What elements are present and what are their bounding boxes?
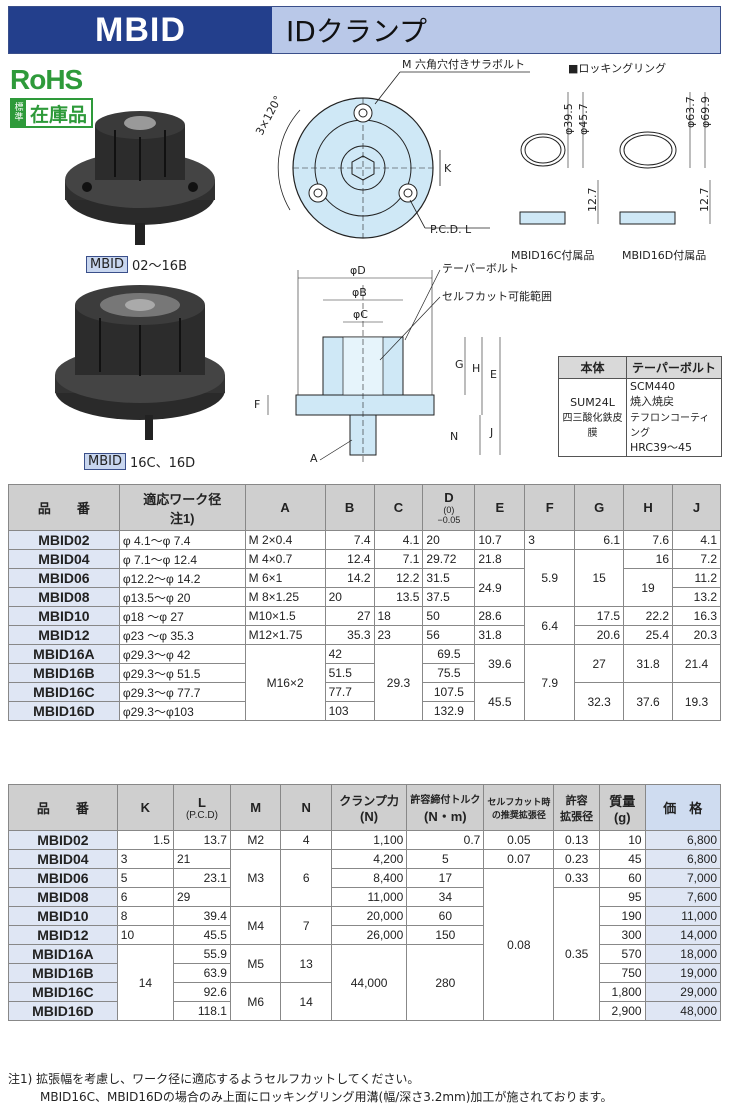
- table-row: MBID16D 118.1 2,900 48,000: [8, 1001, 722, 1021]
- caption-range: 16C、16D: [129, 456, 196, 471]
- th-g: G: [574, 484, 625, 531]
- technical-drawing: M 六角穴付きサラボルト 3×120° K P.C.D. L ■ロッキングリング…: [253, 57, 712, 465]
- ring16c-caption: MBID16C付属品: [511, 249, 594, 262]
- dim-h: H: [472, 362, 480, 375]
- stock-badge-prefix: 標 準: [12, 100, 26, 126]
- photo-caption-2: MBID 16C、16D: [84, 452, 195, 471]
- material-body: SUM24L 四三酸化鉄皮膜: [558, 378, 627, 457]
- rohs-badge: RoHS: [10, 64, 83, 95]
- dim-f: F: [254, 398, 260, 411]
- th-part-number: 品 番: [8, 484, 120, 531]
- table-row: MBID16A φ29.3～φ 42 M16×2 42 29.3 69.5 39…: [8, 644, 721, 721]
- th-allowable-expansion: 許容 拡張径: [553, 784, 601, 831]
- stock-badge-label: 在庫品: [30, 103, 88, 126]
- footnotes: 注1) 拡張幅を考慮し、ワーク径に適応するようセルフカットしてください。 MBI…: [8, 1070, 612, 1106]
- table-row: MBID16C 92.6 M6 14 1,800 29,000: [8, 982, 722, 1021]
- th-e: E: [474, 484, 526, 531]
- th-j: J: [672, 484, 721, 531]
- dim-g: G: [455, 358, 464, 371]
- th-work-diameter: 適応ワーク径 注1): [118, 484, 246, 531]
- bolt-label: M 六角穴付きサラボルト: [402, 57, 525, 71]
- self-cut-label: セルフカット可能範囲: [442, 289, 552, 303]
- product-name: IDクランプ: [272, 7, 720, 53]
- th-b: B: [324, 484, 375, 531]
- table-row: MBID04 3 21 M3 6 4,200 5 0.07 0.23 45 6,…: [8, 849, 722, 907]
- table-row: MBID02 1.5 13.7 M2 4 1,100 0.7 0.05 0.13…: [8, 830, 722, 850]
- dim-j: J: [489, 426, 493, 439]
- ring16d-h: 12.7: [698, 188, 711, 213]
- th-h: H: [623, 484, 674, 531]
- angle-label: 3×120°: [253, 94, 285, 138]
- product-photo-02-16b: [65, 111, 215, 245]
- table-row: MBID10 φ18 ～φ 27 M10×1.5 27 18 50 28.6 6…: [8, 606, 721, 645]
- th-mass: 質量 (g): [599, 784, 646, 831]
- table-row: MBID04 φ 7.1～φ 12.4 M 4×0.7 12.4 7.1 29.…: [8, 549, 721, 607]
- table-row: MBID16B φ29.3～φ 51.5 51.5 75.5: [8, 663, 721, 683]
- dim-c: φC: [353, 308, 368, 321]
- ring16c-d2: φ45.7: [577, 103, 590, 135]
- th-c: C: [373, 484, 424, 531]
- caption-tag: MBID: [84, 453, 126, 470]
- ring16d-d2: φ69.9: [699, 96, 712, 128]
- th-f: F: [524, 484, 576, 531]
- th-l: L (P.C.D): [172, 784, 231, 831]
- dimensions-table: 品 番 適応ワーク径 注1) A B C D (0) −0.05 E F G H…: [8, 484, 721, 721]
- table-row: MBID16A 14 55.9 M5 13 44,000 280 570 18,…: [8, 944, 722, 1021]
- th-recommended-expansion: セルフカット時 の推奨拡張径: [483, 784, 555, 831]
- k-label: K: [444, 162, 452, 175]
- photo-caption-1: MBID 02～16B: [86, 255, 187, 274]
- dim-d: φD: [350, 264, 366, 277]
- table-row: MBID08 φ13.5～φ 20 M 8×1.25 20 13.5 37.5 …: [8, 587, 721, 607]
- taper-bolt-label: テーパーボルト: [442, 262, 519, 275]
- ring16c-d1: φ39.5: [562, 103, 575, 135]
- material-table: 本体 テーパーボルト SUM24L 四三酸化鉄皮膜 SCM440 焼入焼戻 テフ…: [558, 356, 722, 457]
- caption-tag: MBID: [86, 256, 128, 273]
- dim-b: φB: [352, 286, 367, 299]
- th-m: M: [229, 784, 282, 831]
- th-k: K: [116, 784, 174, 831]
- table-row: MBID12 10 45.5 26,000 150 300 14,000: [8, 925, 722, 945]
- dim-n: N: [450, 430, 458, 443]
- ring16c-h: 12.7: [586, 188, 599, 213]
- table-row: MBID10 8 39.4 M4 7 20,000 60 190 11,000: [8, 906, 722, 945]
- th-d: D (0) −0.05: [422, 484, 476, 531]
- ring16d-d1: φ63.7: [684, 96, 697, 128]
- table-row: MBID16B 63.9 750 19,000: [8, 963, 722, 983]
- th-a: A: [244, 484, 326, 531]
- table-row: MBID06 5 23.1 8,400 17 0.08 0.33 60 7,00…: [8, 868, 722, 1021]
- table-row: MBID06 φ12.2～φ 14.2 M 6×1 14.2 12.2 31.5…: [8, 568, 721, 607]
- material-header-bolt: テーパーボルト: [626, 356, 722, 379]
- note-2: MBID16C、MBID16Dの場合のみ上面にロッキングリング用溝(幅/深さ3.…: [40, 1090, 613, 1104]
- table-row: MBID08 6 29 11,000 34 0.35 95 7,600: [8, 887, 722, 1021]
- product-code: MBID: [9, 7, 272, 53]
- dim-e: E: [490, 368, 497, 381]
- th-torque: 許容締付トルク (N・m): [406, 784, 485, 831]
- product-photo-16c-16d: [55, 285, 225, 440]
- dim-a: A: [310, 452, 318, 465]
- stock-badge: 標 準 在庫品: [10, 98, 94, 128]
- th-part-number: 品 番: [8, 784, 118, 831]
- table-row: MBID02 φ 4.1～φ 7.4 M 2×0.4 7.4 4.1 20 10…: [8, 530, 721, 550]
- th-price: 価 格: [644, 784, 722, 831]
- th-n: N: [280, 784, 332, 831]
- material-header-body: 本体: [558, 356, 627, 379]
- th-clamp-force: クランプ力 (N): [330, 784, 408, 831]
- ring-title: ■ロッキングリング: [568, 61, 666, 75]
- ring16d-caption: MBID16D付属品: [622, 249, 706, 262]
- performance-table: 品 番 K L (P.C.D) M N クランプ力 (N) 許容締付トルク (N…: [8, 784, 722, 1021]
- title-bar: MBID IDクランプ: [8, 6, 721, 54]
- table-row: MBID16C φ29.3～φ 77.7 77.7 107.5 45.5 32.…: [8, 682, 721, 721]
- caption-range: 02～16B: [131, 259, 187, 274]
- table-row: MBID12 φ23 ～φ 35.3 M12×1.75 35.3 23 56 3…: [8, 625, 721, 645]
- table-row: MBID16D φ29.3～φ103 103 132.9: [8, 701, 721, 721]
- material-bolt: SCM440 焼入焼戻 テフロンコーティング HRC39～45: [626, 378, 722, 457]
- pcd-label: P.C.D. L: [430, 223, 472, 236]
- note-1: 注1) 拡張幅を考慮し、ワーク径に適応するようセルフカットしてください。: [8, 1072, 420, 1086]
